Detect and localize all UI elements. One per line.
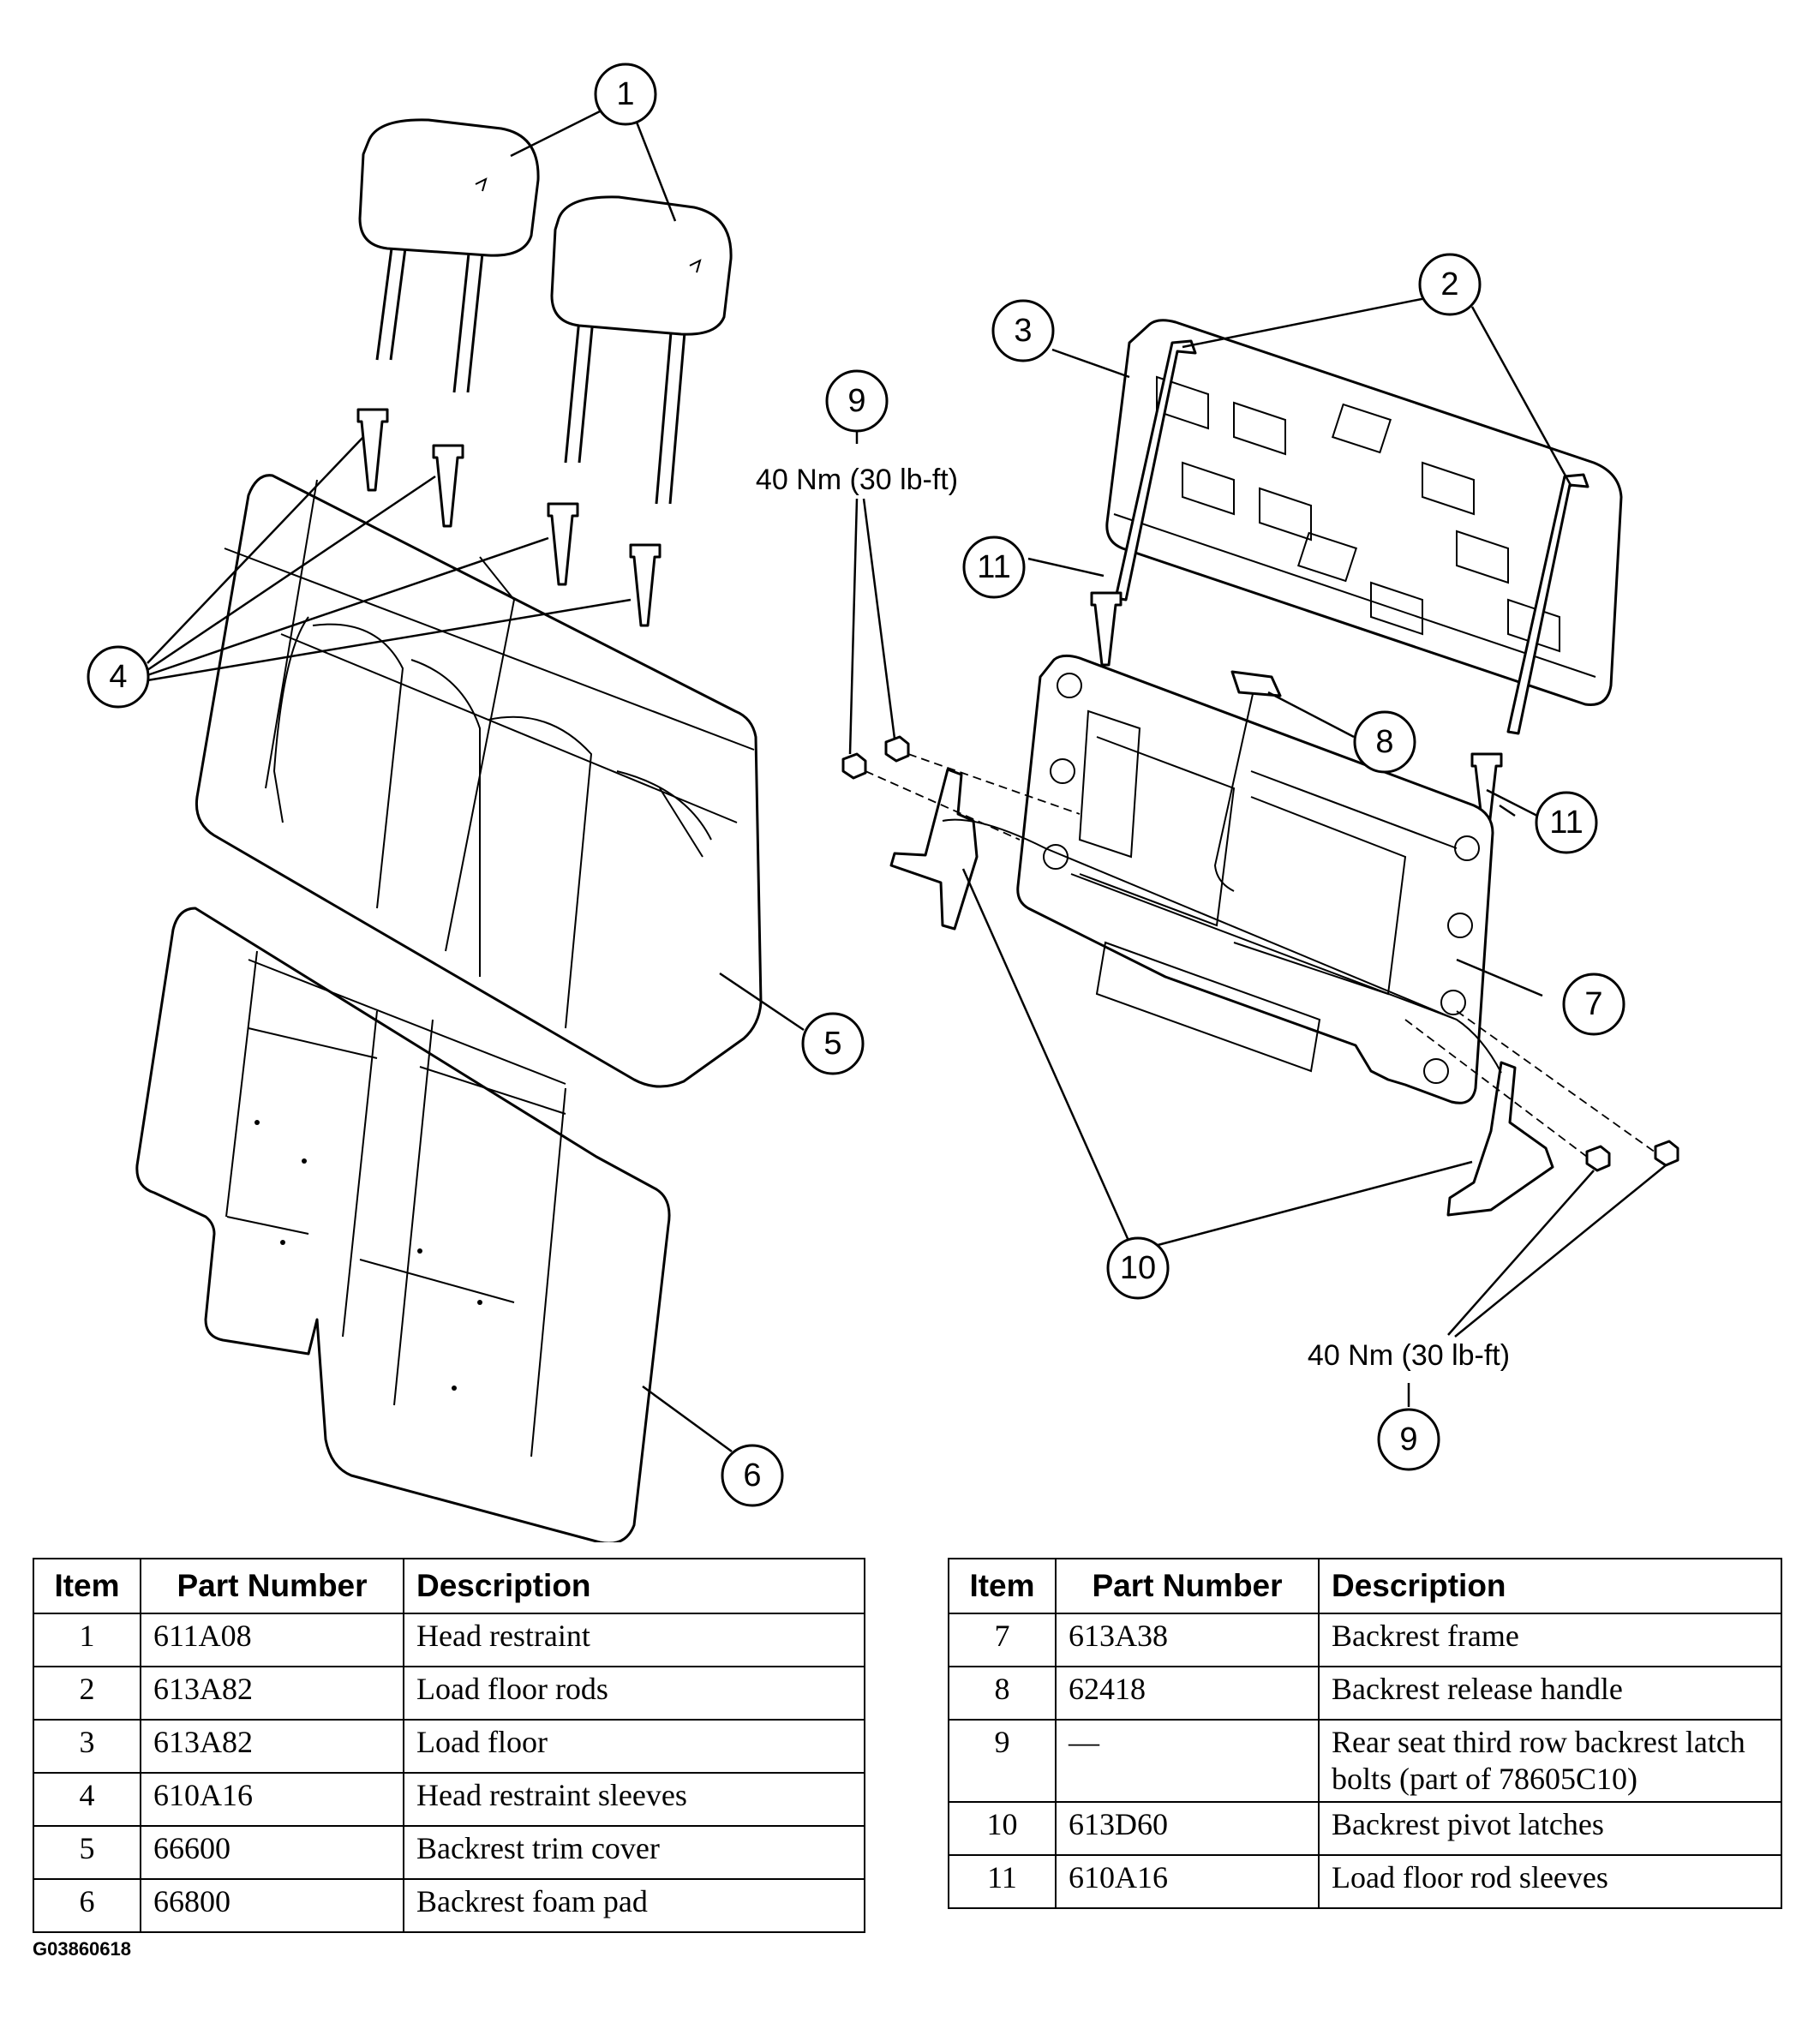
item-number: 7 (948, 1613, 1057, 1667)
svg-text:5: 5 (823, 1026, 841, 1062)
callout-11-top: 11 (962, 536, 1026, 599)
part-number: 613A82 (140, 1719, 404, 1774)
part-description: Backrest pivot latches (1318, 1801, 1782, 1856)
table-header-row: Item Part Number Description (33, 1558, 865, 1614)
svg-text:4: 4 (109, 659, 127, 695)
torque-label-top: 40 Nm (30 lb-ft) (756, 464, 958, 496)
item-number: 8 (948, 1666, 1057, 1721)
part-number: 610A16 (140, 1772, 404, 1827)
part-number: 62418 (1055, 1666, 1320, 1721)
svg-text:2: 2 (1440, 266, 1458, 302)
svg-text:10: 10 (1120, 1250, 1156, 1286)
svg-text:7: 7 (1584, 986, 1602, 1022)
svg-text:6: 6 (743, 1457, 761, 1493)
part-number: 613A82 (140, 1666, 404, 1721)
backrest-foam-pad (135, 907, 671, 1542)
part-number: 613A38 (1055, 1613, 1320, 1667)
item-number: 9 (948, 1719, 1057, 1803)
item-number: 2 (33, 1666, 141, 1721)
table-row: 9—Rear seat third row backrest latch bol… (948, 1719, 1782, 1803)
part-description: Load floor rod sleeves (1318, 1854, 1782, 1909)
item-number: 1 (33, 1613, 141, 1667)
part-number: 611A08 (140, 1613, 404, 1667)
leader-lines (147, 110, 1667, 1453)
part-number: — (1055, 1719, 1320, 1803)
head-restraint-left (358, 118, 540, 393)
part-description: Backrest trim cover (403, 1825, 865, 1880)
latch-bolts (841, 735, 1679, 1172)
head-restraint-right (550, 195, 733, 505)
part-description: Backrest release handle (1318, 1666, 1782, 1721)
callout-4: 4 (87, 645, 150, 709)
svg-text:8: 8 (1375, 724, 1393, 760)
part-description: Load floor rods (403, 1666, 865, 1721)
column-header-description: Description (403, 1558, 865, 1614)
item-number: 6 (33, 1878, 141, 1933)
load-floor (1105, 319, 1623, 707)
part-description: Backrest frame (1318, 1613, 1782, 1667)
callout-10: 10 (1106, 1236, 1170, 1300)
svg-text:11: 11 (1549, 805, 1583, 841)
column-header-part-number: Part Number (1055, 1558, 1320, 1614)
callout-5: 5 (801, 1012, 865, 1075)
column-header-item: Item (33, 1558, 141, 1614)
item-number: 4 (33, 1772, 141, 1827)
callout-9-bottom: 9 (1377, 1408, 1440, 1471)
item-number: 3 (33, 1719, 141, 1774)
column-header-item: Item (948, 1558, 1057, 1614)
svg-text:9: 9 (1399, 1422, 1417, 1457)
part-description: Rear seat third row backrest latch bolts… (1318, 1719, 1782, 1803)
head-restraint-sleeves (356, 408, 662, 627)
part-number: 613D60 (1055, 1801, 1320, 1856)
part-number: 610A16 (1055, 1854, 1320, 1909)
column-header-description: Description (1318, 1558, 1782, 1614)
callout-8: 8 (1353, 710, 1416, 774)
part-description: Load floor (403, 1719, 865, 1774)
exploded-seat-diagram: 1 2 3 4 5 6 7 8 9 9 10 11 11 40 Nm (30 l… (87, 63, 1679, 1542)
backrest-pivot-latches (889, 768, 1554, 1217)
part-number: 66800 (140, 1878, 404, 1933)
svg-text:1: 1 (616, 76, 634, 112)
table-header-row: Item Part Number Description (948, 1558, 1782, 1614)
backrest-frame (1016, 654, 1494, 1104)
svg-text:11: 11 (977, 549, 1010, 585)
part-description: Head restraint (403, 1613, 865, 1667)
callout-2: 2 (1418, 253, 1482, 316)
part-description: Backrest foam pad (403, 1878, 865, 1933)
item-number: 11 (948, 1854, 1057, 1909)
part-description: Head restraint sleeves (403, 1772, 865, 1827)
svg-text:3: 3 (1014, 313, 1032, 349)
figure-code: G03860618 (33, 1938, 131, 1960)
item-number: 5 (33, 1825, 141, 1880)
svg-text:9: 9 (847, 383, 865, 419)
callout-6: 6 (721, 1444, 784, 1507)
item-number: 10 (948, 1801, 1057, 1856)
callout-9-top: 9 (825, 369, 889, 433)
backrest-release-handle (1213, 670, 1282, 892)
callout-7: 7 (1562, 973, 1625, 1036)
backrest-trim-cover (195, 474, 763, 1088)
column-header-part-number: Part Number (140, 1558, 404, 1614)
callout-3: 3 (991, 299, 1055, 362)
callout-11-bottom: 11 (1535, 791, 1598, 854)
torque-label-bottom: 40 Nm (30 lb-ft) (1308, 1339, 1510, 1372)
part-number: 66600 (140, 1825, 404, 1880)
callout-1: 1 (594, 63, 657, 126)
